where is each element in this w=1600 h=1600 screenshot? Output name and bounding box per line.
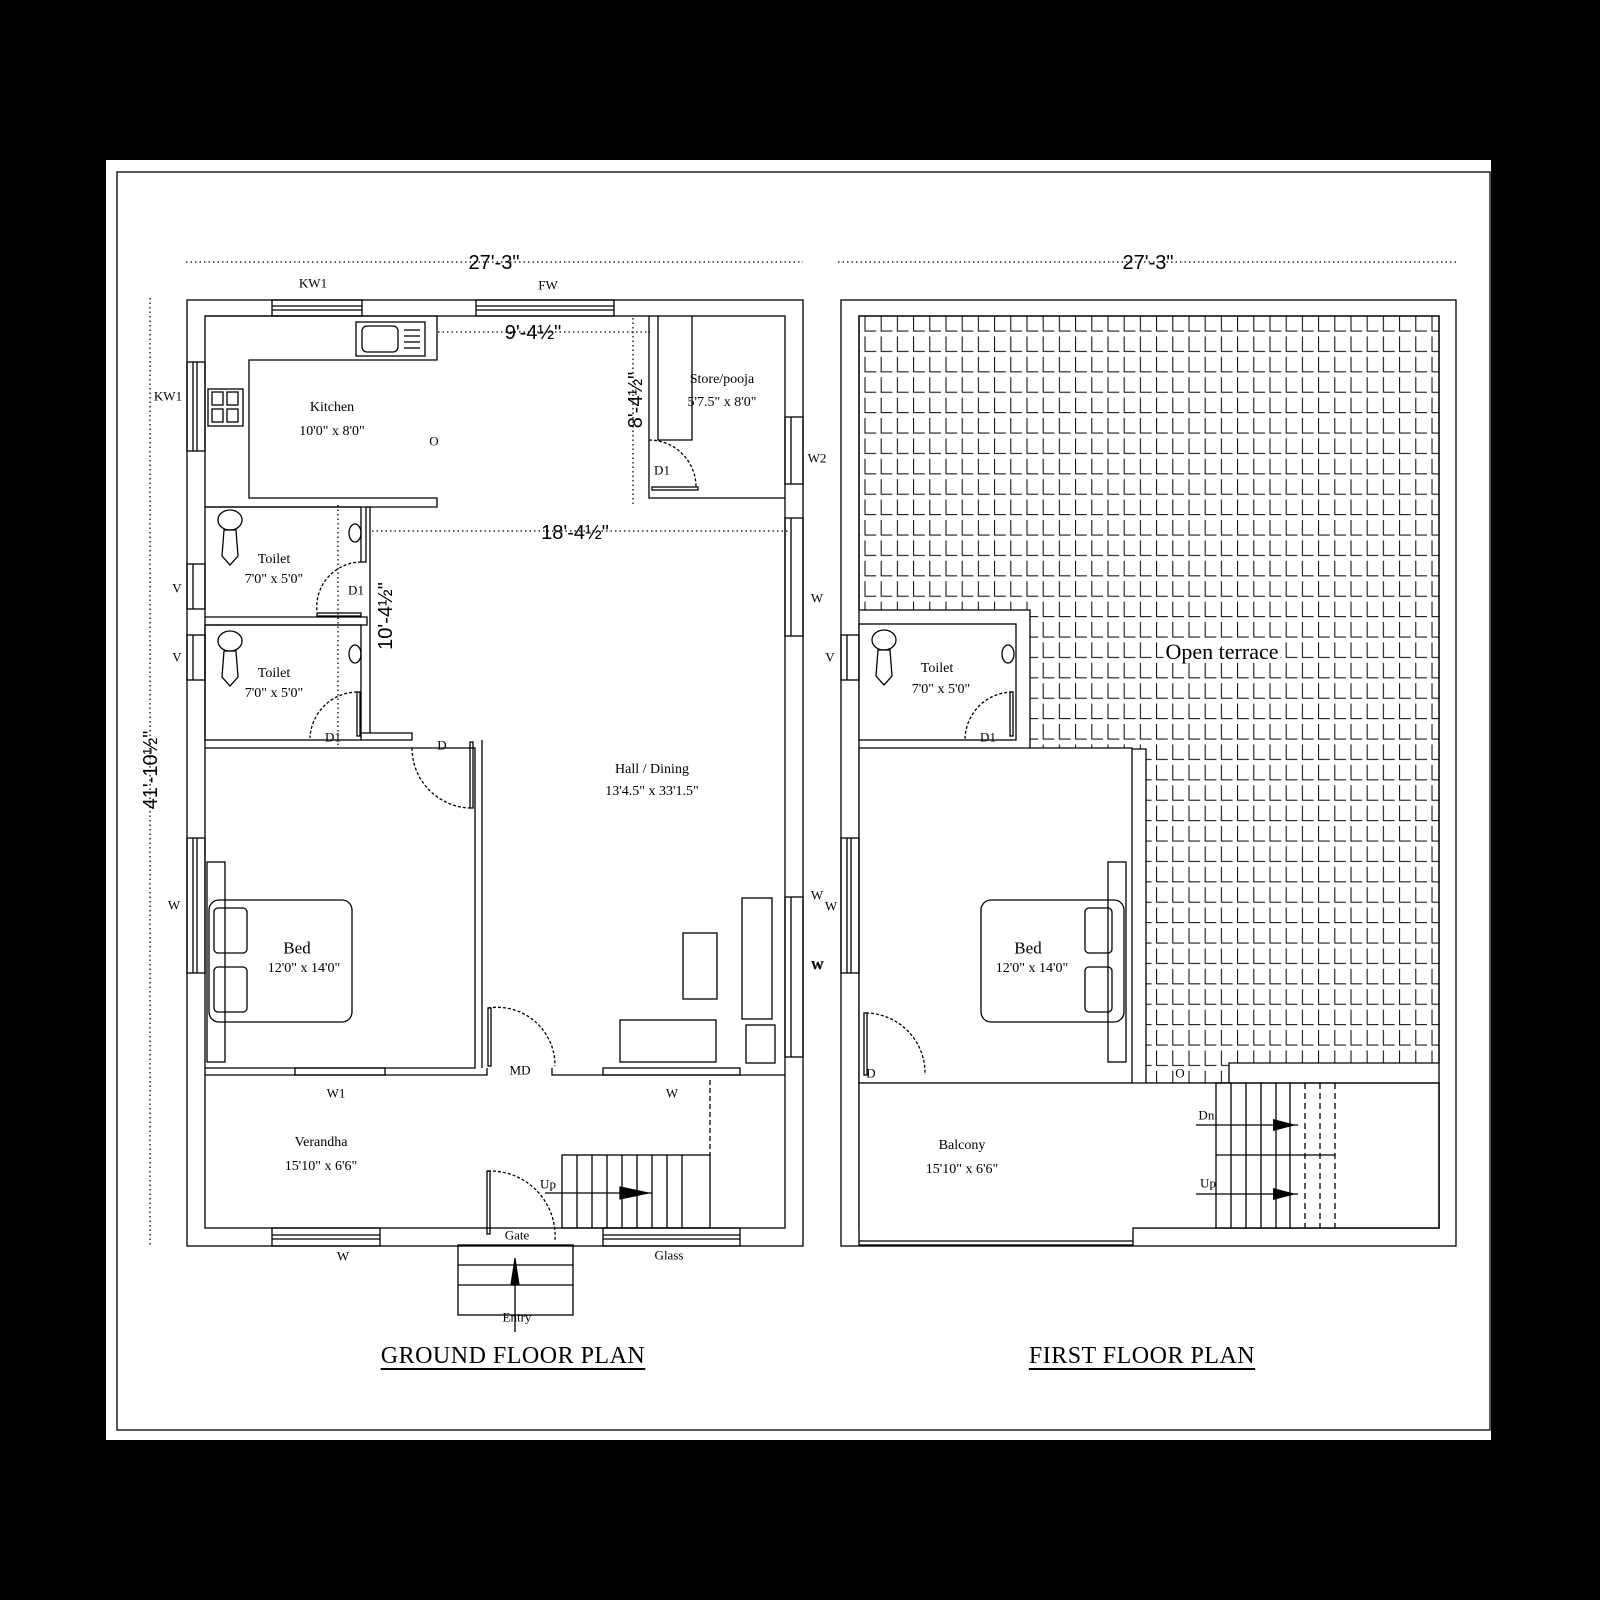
dimension-store-depth: 8'-4½" [625, 371, 647, 429]
ff-door-label-d1: D1 [980, 729, 996, 745]
entry-label: Entry [502, 1309, 532, 1325]
window-label-kw1-top: KW1 [298, 275, 328, 291]
ground-floor-plan-title: GROUND FLOOR PLAN [380, 1343, 646, 1369]
room-size-verandha: 15'10" x 6'6" [284, 1159, 358, 1174]
ff-window-label-w-1: W [824, 898, 838, 914]
room-name-store: Store/pooja [689, 372, 755, 387]
ff-window-label-w-2: W [811, 957, 825, 973]
room-size-store: 5'7.5" x 8'0" [687, 395, 757, 410]
window-label-w-hall-bottom: W [810, 957, 824, 973]
ff-room-name-bed: Bed [1014, 938, 1042, 958]
window-label-w2: W2 [807, 450, 827, 466]
room-name-kitchen: Kitchen [309, 400, 355, 415]
door-label-d1-store: D1 [654, 462, 670, 478]
dimension-hall-width: 18'-4½" [541, 522, 609, 544]
room-size-bed: 12'0" x 14'0" [267, 961, 341, 976]
window-label-w-verandha: W [665, 1085, 679, 1101]
door-label-md: MD [509, 1062, 531, 1078]
door-label-d1-toilet-2: D1 [325, 729, 341, 745]
window-label-glass: Glass [654, 1247, 684, 1263]
ff-room-name-toilet: Toilet [920, 661, 954, 676]
room-name-toilet-2: Toilet [257, 666, 291, 681]
gf-depth-dimension: 41'-10½" [140, 730, 162, 810]
ff-stair-label-dn: Dn. [1198, 1107, 1218, 1123]
door-label-d1-toilet-1: D1 [348, 582, 364, 598]
ff-opening-label-o: O [1175, 1065, 1185, 1081]
window-label-w-bed: W [167, 897, 181, 913]
gf-width-dimension: 27'-3" [468, 252, 520, 274]
opening-label-o: O [429, 433, 439, 449]
room-size-toilet-2: 7'0" x 5'0" [244, 686, 304, 701]
window-label-kw1-left: KW1 [153, 388, 183, 404]
window-label-w1: W1 [326, 1085, 346, 1101]
room-name-open-terrace: Open terrace [1163, 639, 1281, 664]
room-name-toilet-1: Toilet [257, 552, 291, 567]
stair-label-up: Up [540, 1176, 556, 1192]
vent-label-v2: V [172, 649, 182, 665]
window-label-fw: FW [538, 277, 558, 293]
door-label-d-bedroom: D [437, 737, 447, 753]
ff-room-size-toilet: 7'0" x 5'0" [911, 682, 971, 697]
vent-label-v1: V [172, 580, 182, 596]
room-name-bed: Bed [283, 938, 311, 958]
ff-stair-label-up: Up [1200, 1175, 1216, 1191]
window-label-w-hall-top: W [810, 590, 824, 606]
room-size-hall: 13'4.5" x 33'1.5" [605, 784, 699, 799]
dimension-kitchen-width: 9'-4½" [504, 322, 562, 344]
floor-plan-linework [116, 171, 1491, 1431]
room-size-toilet-1: 7'0" x 5'0" [244, 572, 304, 587]
room-name-verandha: Verandha [294, 1135, 348, 1150]
room-size-balcony: 15'10" x 6'6" [925, 1162, 999, 1177]
ff-room-size-bed: 12'0" x 14'0" [995, 961, 1069, 976]
window-label-w-hall-right: W [810, 887, 824, 903]
dimension-passage-depth: 10'-4½" [375, 582, 397, 650]
ff-door-label-d: D [866, 1065, 876, 1081]
drawing-sheet: 27'-3" 41'-10½" KW1 FW 9'-4½" 8'-4½" KW1… [106, 160, 1491, 1440]
room-size-kitchen: 10'0" x 8'0" [299, 424, 365, 439]
first-floor-plan-title: FIRST FLOOR PLAN [1028, 1343, 1256, 1369]
ff-width-dimension: 27'-3" [1122, 252, 1174, 274]
gate-label: Gate [504, 1227, 530, 1243]
room-name-hall: Hall / Dining [615, 762, 689, 777]
ff-vent-label-v: V [825, 649, 835, 665]
room-name-balcony: Balcony [938, 1138, 986, 1153]
window-label-w-front: W [336, 1248, 350, 1264]
